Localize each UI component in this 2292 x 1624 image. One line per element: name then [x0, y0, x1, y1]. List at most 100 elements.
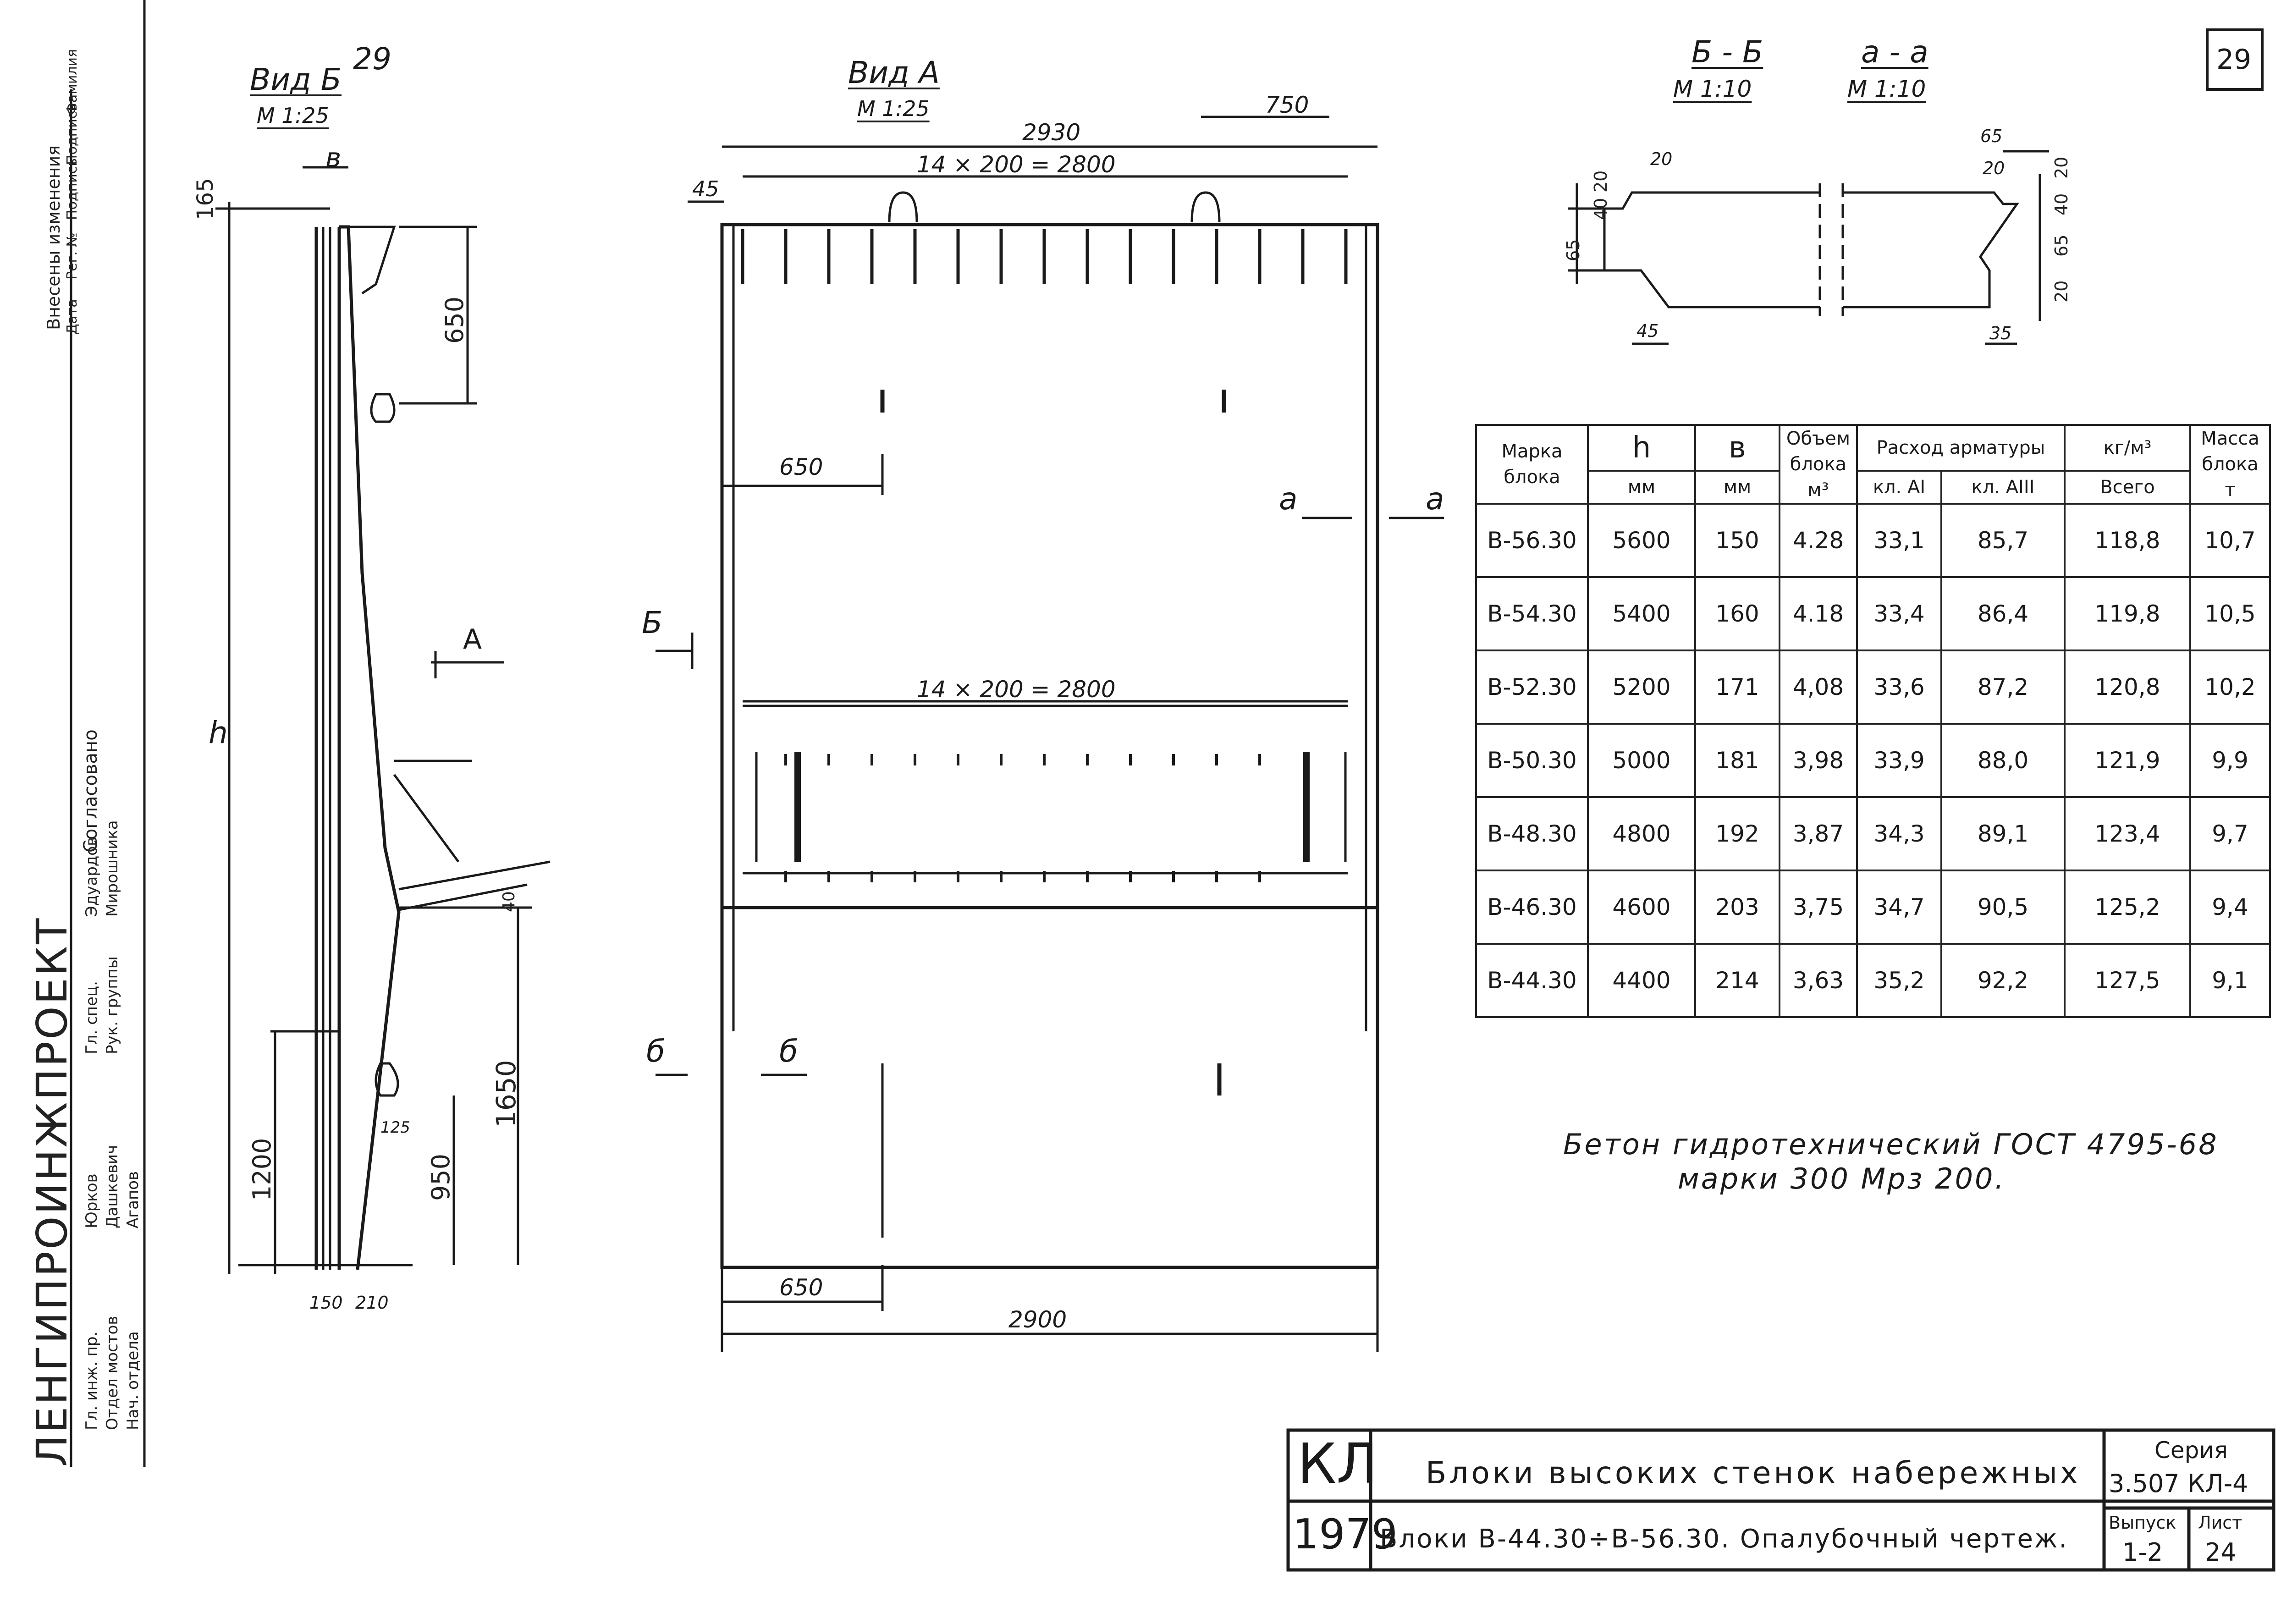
section-mark-a-left: а — [1279, 481, 1298, 517]
changes-col-date: Дата — [64, 299, 80, 335]
section-aa-drawing — [1841, 150, 2049, 345]
section-bb-scale: М 1:10 — [1673, 76, 1752, 102]
cell: 86,4 — [1940, 576, 2066, 651]
cell: 10,2 — [2189, 650, 2271, 725]
note-line-1: Бетон гидротехнический ГОСТ 4795-68 — [1563, 1128, 2219, 1161]
role-1: Гл. инж. пр. — [83, 1331, 101, 1430]
tb-series-label: Серия — [2154, 1437, 2228, 1464]
cell: 87,2 — [1940, 650, 2066, 725]
sec-dim-20-top: 20 — [1650, 149, 1673, 169]
unit-b: мм — [1694, 470, 1780, 505]
cell: В-54.30 — [1475, 576, 1589, 651]
cell: 171 — [1694, 650, 1780, 725]
cell: 192 — [1694, 796, 1780, 871]
cell: В-52.30 — [1475, 650, 1589, 725]
section-mark-bb-right: б — [779, 1034, 798, 1069]
dim-125: 125 — [380, 1118, 410, 1137]
tb-title: Блоки высоких стенок набережных — [1426, 1455, 2081, 1491]
cell: 150 — [1694, 503, 1780, 578]
cell: 4800 — [1587, 796, 1696, 871]
role-5: Рук. группы — [103, 956, 121, 1054]
cell: В-50.30 — [1475, 723, 1589, 798]
section-mark-a-right: а — [1426, 481, 1444, 517]
tb-subtitle: Блоки В-44.30÷В-56.30. Опалубочный черте… — [1380, 1524, 2069, 1554]
tb-series-value: 3.507 КЛ-4 — [2109, 1469, 2248, 1498]
cell: 10,5 — [2189, 576, 2271, 651]
col-b: в — [1694, 424, 1780, 472]
dim-150: 150 — [309, 1293, 343, 1313]
changes-col-name: Фамилия — [64, 49, 80, 115]
col-marka: Марка блока — [1475, 424, 1589, 505]
mid-module-dim: 14 × 200 = 2800 — [917, 676, 1116, 703]
dim-40: 40 — [500, 891, 518, 912]
dim-210: 210 — [355, 1293, 389, 1313]
cell: В-56.30 — [1475, 503, 1589, 578]
cell: 90,5 — [1940, 870, 2066, 945]
sec-dim-65-top: 65 — [1980, 126, 2003, 146]
dim-650-side: 650 — [440, 296, 469, 344]
org-name: ЛЕНГИПРОИНЖПРОЕКТ — [28, 916, 77, 1467]
dim-165: 165 — [193, 178, 218, 220]
view-a-scale: М 1:25 — [857, 96, 930, 121]
dim-2930: 2930 — [1022, 119, 1081, 146]
cell: 160 — [1694, 576, 1780, 651]
view-arrow-a: А — [463, 623, 482, 655]
role-2: Отдел мостов — [103, 1316, 121, 1430]
mass-unit-inline: т — [2225, 479, 2236, 501]
mid-tick-rows — [784, 754, 1261, 882]
changes-col-reg: Рег. № — [64, 232, 80, 280]
cell: 10,7 — [2189, 503, 2271, 578]
section-bb-drawing — [1568, 183, 1821, 345]
col-kg-m3: кг/м³ — [2064, 424, 2191, 472]
name-4: Эдуардов — [83, 837, 101, 917]
cell: 3,87 — [1779, 796, 1858, 871]
view-a-outline — [656, 116, 1444, 1352]
cell: 120,8 — [2064, 650, 2191, 725]
cell: 33,9 — [1856, 723, 1942, 798]
dim-950: 950 — [426, 1153, 455, 1201]
view-b-scale: М 1:25 — [257, 103, 329, 128]
cell: 5200 — [1587, 650, 1696, 725]
cell: 4.18 — [1779, 576, 1858, 651]
dim-h-label: h — [209, 715, 228, 750]
tb-sheet-value: 24 — [2205, 1538, 2237, 1567]
cell: 127,5 — [2064, 943, 2191, 1018]
sec-dim-65: 65 — [1563, 239, 1583, 261]
col-a3: кл. АIII — [1940, 470, 2066, 505]
dim-1650: 1650 — [490, 1060, 522, 1128]
changes-label: Внесены изменения — [44, 145, 64, 330]
dim-45: 45 — [692, 176, 719, 201]
section-mark-bb-left: б — [646, 1034, 665, 1069]
cell: 35,2 — [1856, 943, 1942, 1018]
dim-750: 750 — [1265, 92, 1309, 118]
agreed-label: Согласовано — [80, 729, 101, 853]
tb-sheet-label: Лист — [2198, 1513, 2242, 1533]
name-1: Юрков — [83, 1173, 101, 1228]
cell: 4,08 — [1779, 650, 1858, 725]
dim-650-top: 650 — [779, 454, 823, 480]
cell: В-44.30 — [1475, 943, 1589, 1018]
col-h: h — [1587, 424, 1696, 472]
cell: 89,1 — [1940, 796, 2066, 871]
sec-dim-20-aa-top: 20 — [2051, 156, 2072, 179]
section-mark-b: Б — [642, 605, 663, 640]
role-3: Нач. отдела — [124, 1331, 142, 1430]
col-a1: кл. АI — [1856, 470, 1942, 505]
cell: 33,1 — [1856, 503, 1942, 578]
cell: 125,2 — [2064, 870, 2191, 945]
tb-code: КЛ — [1297, 1432, 1378, 1496]
sec-dim-45: 45 — [1636, 321, 1659, 341]
cell: 4.28 — [1779, 503, 1858, 578]
section-bb-title: Б - Б — [1691, 34, 1763, 70]
cell: 9,4 — [2189, 870, 2271, 945]
note-line-2: марки 300 Мрз 200. — [1678, 1162, 2006, 1195]
cell: 85,7 — [1940, 503, 2066, 578]
cell: 92,2 — [1940, 943, 2066, 1018]
role-4: Гл. спец. — [83, 981, 101, 1054]
